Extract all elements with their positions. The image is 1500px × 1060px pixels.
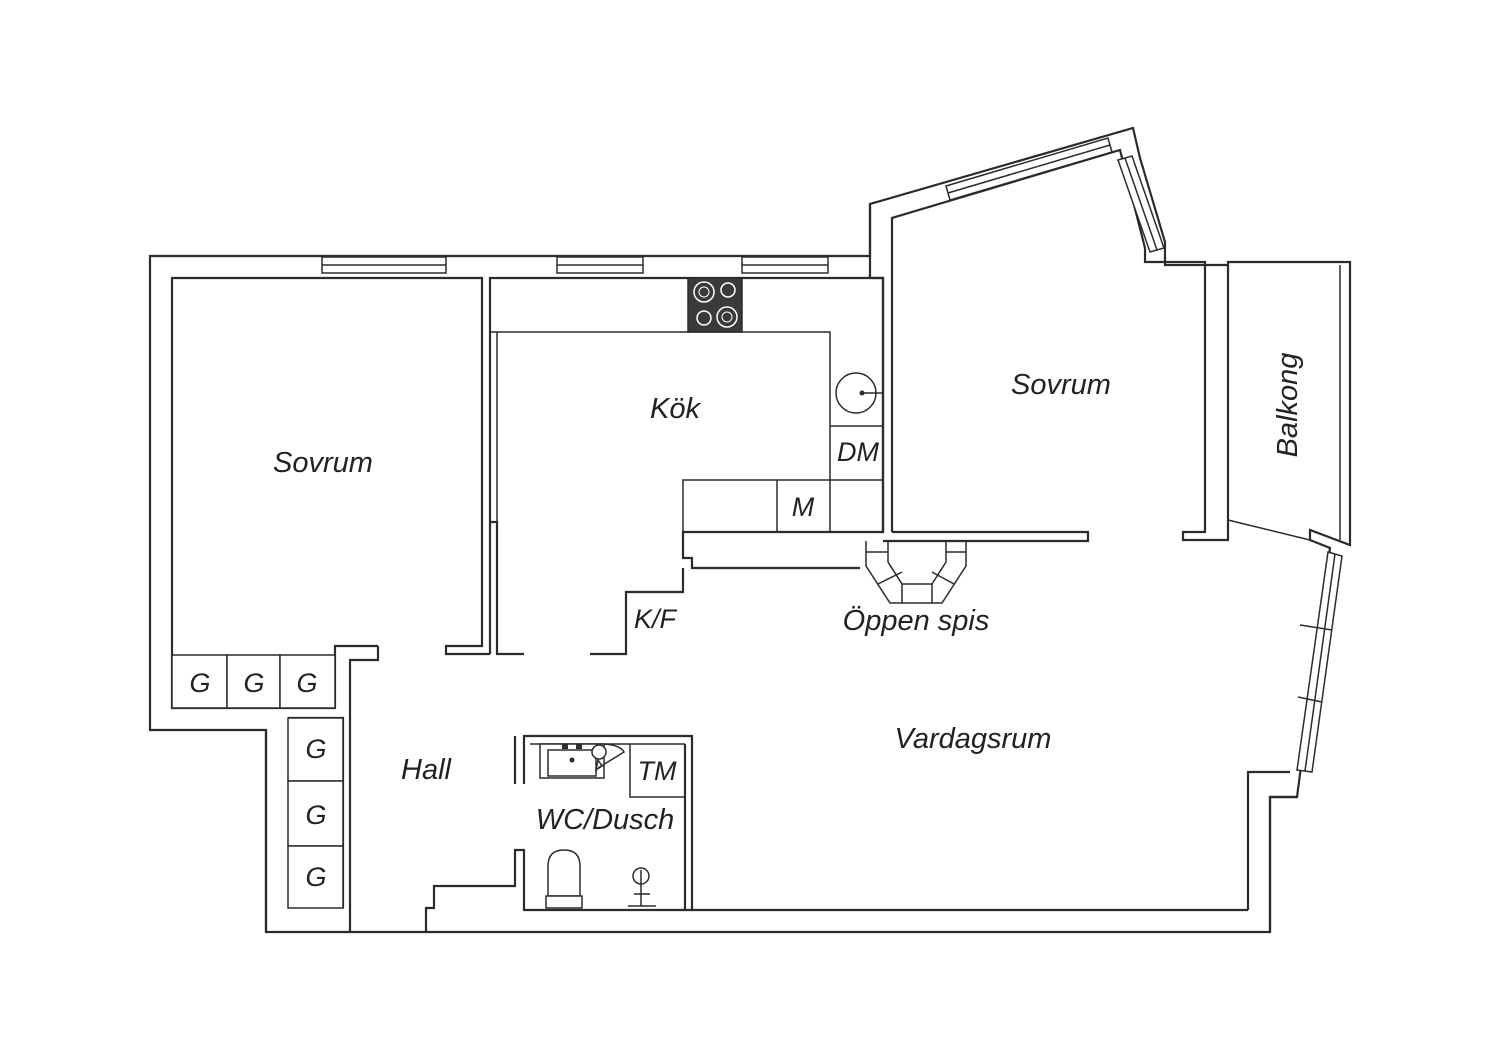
kitchen-counter-side <box>776 425 883 532</box>
room-label-hall: Hall <box>401 754 453 786</box>
kitchen-sink-icon <box>835 372 882 414</box>
wall-sovrum-right-bottom <box>883 530 1090 543</box>
wall-kitchen-bottom <box>590 568 685 656</box>
wall-sovrum-right <box>868 148 1230 542</box>
wardrobe-label: G <box>189 668 210 698</box>
wardrobe-label: G <box>305 734 326 764</box>
dishwasher-label: DM <box>837 437 879 467</box>
wardrobe-label: G <box>305 862 326 892</box>
wall-wc <box>513 734 694 912</box>
wall-entrance <box>424 848 600 932</box>
fireplace-icon <box>865 541 967 604</box>
wardrobes-sovrum <box>171 654 336 709</box>
toilet-icon <box>545 849 583 909</box>
wall-kitchen <box>488 276 885 654</box>
room-label-balkong: Balkong <box>1272 353 1304 458</box>
windows <box>321 137 1343 773</box>
kitchen-counter <box>490 331 831 532</box>
fridge-freezer-label: K/F <box>634 604 678 634</box>
wardrobe-label: G <box>305 800 326 830</box>
room-label-sovrum-right: Sovrum <box>1011 369 1111 401</box>
wall-livingroom <box>1246 770 1297 932</box>
fireplace-label: Öppen spis <box>843 605 990 637</box>
wardrobe-label: G <box>296 668 317 698</box>
room-label-wc-dusch: WC/Dusch <box>536 804 675 836</box>
balcony-outline <box>1227 265 1341 541</box>
washing-machine-label: TM <box>638 756 677 786</box>
room-label-vardagsrum: Vardagsrum <box>895 723 1052 755</box>
stove-icon <box>687 277 743 333</box>
microwave-label: M <box>792 492 815 522</box>
wardrobe-label: G <box>243 668 264 698</box>
room-label-sovrum-left: Sovrum <box>273 447 373 479</box>
wall-sovrum-left <box>170 276 490 710</box>
room-label-kok: Kök <box>650 393 701 425</box>
wall-kitchen-lower <box>490 520 524 656</box>
floor-drain-icon <box>628 867 656 907</box>
shower-icon <box>591 743 626 772</box>
outer-wall-outline <box>148 126 1352 934</box>
wardrobes-hall <box>287 717 344 909</box>
